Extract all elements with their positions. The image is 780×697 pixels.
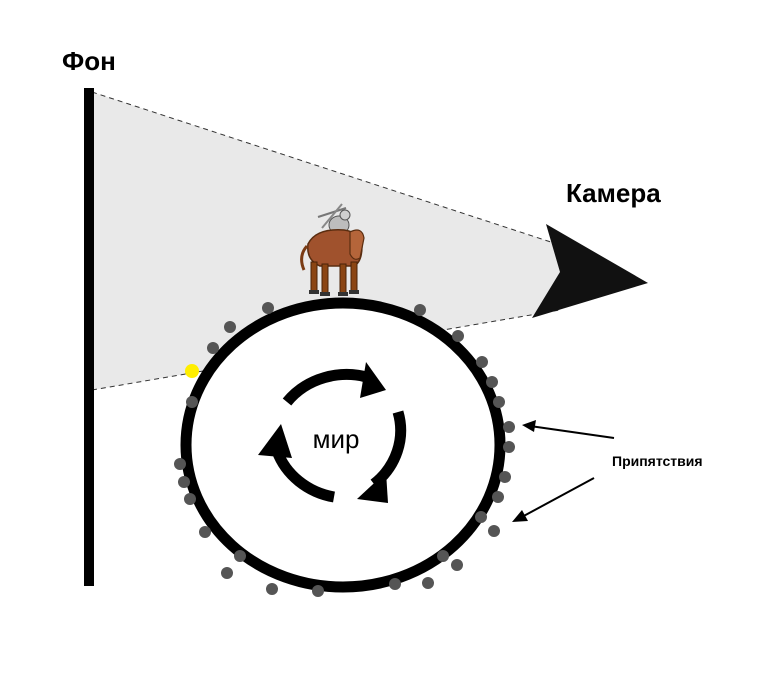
obstacle-dot xyxy=(503,441,515,453)
obstacle-dot xyxy=(488,525,500,537)
rotation-arrowhead-left xyxy=(258,424,292,458)
obstacle-dot xyxy=(234,550,246,562)
obstacle-dot xyxy=(414,304,426,316)
obstacle-dot xyxy=(493,396,505,408)
obstacle-dot xyxy=(224,321,236,333)
world-circle xyxy=(180,297,506,593)
obstacle-dot xyxy=(503,421,515,433)
obstacle-dot xyxy=(499,471,511,483)
obstacles-pointer-arrows xyxy=(512,420,615,522)
obstacle-dot xyxy=(184,493,196,505)
camera-icon xyxy=(532,224,648,318)
obstacle-dot xyxy=(422,577,434,589)
background-label: Фон xyxy=(62,46,116,76)
view-cone-top-edge xyxy=(91,91,561,246)
pointer-arrowhead-upper xyxy=(522,420,536,432)
obstacle-dot xyxy=(389,578,401,590)
rotation-arc-top xyxy=(282,369,372,406)
character-sprite xyxy=(300,203,365,296)
obstacle-dot xyxy=(486,376,498,388)
obstacle-dot xyxy=(312,585,324,597)
obstacles-group xyxy=(174,302,515,597)
world-label: мир xyxy=(313,424,360,454)
obstacle-dot xyxy=(178,476,190,488)
obstacle-dot xyxy=(186,396,198,408)
pointer-arrow-upper xyxy=(529,425,615,439)
obstacle-dot xyxy=(266,583,278,595)
obstacle-dot xyxy=(262,302,274,314)
rotation-arrowhead-right xyxy=(357,472,388,503)
obstacles-label: Припятствия xyxy=(612,453,703,469)
obstacle-dot xyxy=(221,567,233,579)
obstacle-dot xyxy=(174,458,186,470)
obstacle-dot xyxy=(451,559,463,571)
obstacle-dot xyxy=(199,526,211,538)
obstacle-dot xyxy=(476,356,488,368)
rotation-arc-bottom xyxy=(271,448,336,503)
obstacle-dot xyxy=(452,330,464,342)
obstacle-dot xyxy=(475,511,487,523)
obstacle-dot xyxy=(437,550,449,562)
pointer-arrowhead-lower xyxy=(512,510,528,522)
obstacle-dot xyxy=(492,491,504,503)
yellow-marker xyxy=(185,364,199,378)
camera-label: Камера xyxy=(566,178,661,208)
pointer-arrow-lower xyxy=(519,477,595,519)
obstacle-dot xyxy=(207,342,219,354)
rotation-arrowhead-top xyxy=(360,362,386,398)
rotation-arrows-icon xyxy=(258,362,407,503)
